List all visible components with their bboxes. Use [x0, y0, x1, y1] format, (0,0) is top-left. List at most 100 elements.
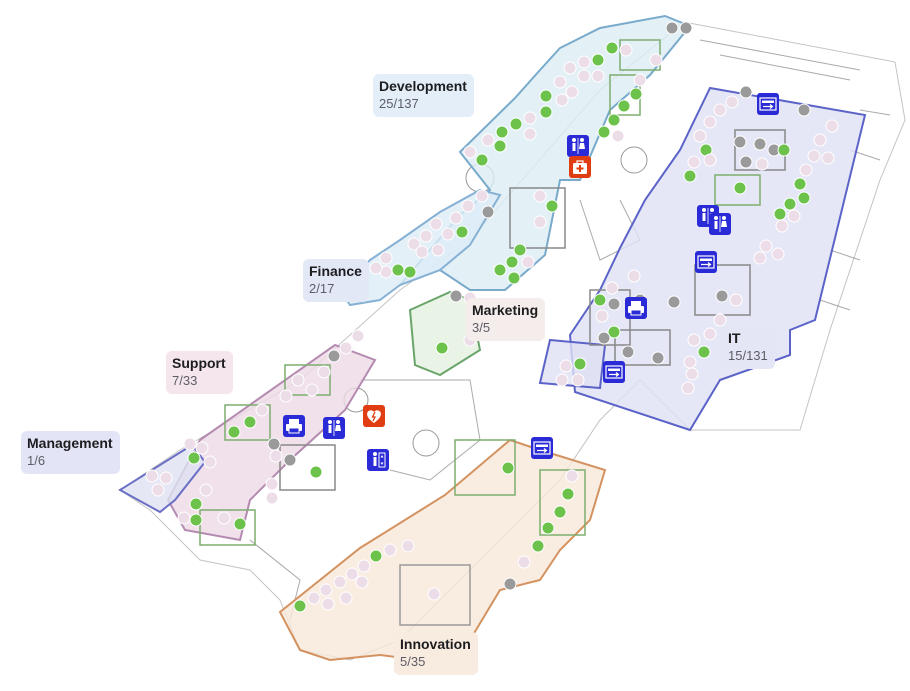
seat-unavailable[interactable]	[739, 155, 753, 169]
first-aid-icon[interactable]	[569, 156, 591, 178]
seat-occupied[interactable]	[195, 441, 209, 455]
seat-available[interactable]	[553, 505, 567, 519]
seat-available[interactable]	[493, 139, 507, 153]
seat-occupied[interactable]	[533, 215, 547, 229]
seat-occupied[interactable]	[591, 69, 605, 83]
seat-available[interactable]	[541, 521, 555, 535]
seat-occupied[interactable]	[523, 127, 537, 141]
seat-available[interactable]	[475, 153, 489, 167]
seat-occupied[interactable]	[463, 145, 477, 159]
seat-unavailable[interactable]	[267, 437, 281, 451]
seat-available[interactable]	[391, 263, 405, 277]
wheelchair-restroom-icon[interactable]	[709, 213, 731, 235]
seat-available[interactable]	[455, 225, 469, 239]
seat-available[interactable]	[187, 451, 201, 465]
seat-unavailable[interactable]	[481, 205, 495, 219]
seat-occupied[interactable]	[291, 373, 305, 387]
seat-occupied[interactable]	[633, 73, 647, 87]
seat-occupied[interactable]	[345, 567, 359, 581]
seat-occupied[interactable]	[821, 151, 835, 165]
seat-available[interactable]	[683, 169, 697, 183]
seat-occupied[interactable]	[713, 103, 727, 117]
seat-occupied[interactable]	[563, 61, 577, 75]
seat-occupied[interactable]	[339, 341, 353, 355]
seat-occupied[interactable]	[419, 229, 433, 243]
seat-occupied[interactable]	[813, 133, 827, 147]
seat-available[interactable]	[505, 255, 519, 269]
seat-occupied[interactable]	[339, 591, 353, 605]
seat-occupied[interactable]	[305, 383, 319, 397]
exit-icon[interactable]	[531, 437, 553, 459]
seat-occupied[interactable]	[729, 293, 743, 307]
seat-occupied[interactable]	[255, 403, 269, 417]
seat-occupied[interactable]	[825, 119, 839, 133]
seat-available[interactable]	[573, 357, 587, 371]
exit-icon[interactable]	[757, 93, 779, 115]
seat-occupied[interactable]	[461, 199, 475, 213]
seat-available[interactable]	[293, 599, 307, 613]
seat-occupied[interactable]	[319, 583, 333, 597]
seat-available[interactable]	[561, 487, 575, 501]
seat-occupied[interactable]	[351, 329, 365, 343]
seat-unavailable[interactable]	[679, 21, 693, 35]
seat-available[interactable]	[607, 325, 621, 339]
seat-available[interactable]	[227, 425, 241, 439]
seat-occupied[interactable]	[407, 237, 421, 251]
seat-unavailable[interactable]	[503, 577, 517, 591]
restroom-icon[interactable]	[323, 417, 345, 439]
seat-occupied[interactable]	[415, 245, 429, 259]
seat-occupied[interactable]	[523, 111, 537, 125]
seat-occupied[interactable]	[703, 153, 717, 167]
seat-occupied[interactable]	[627, 269, 641, 283]
seat-occupied[interactable]	[681, 381, 695, 395]
zone-label-marketing[interactable]: Marketing 3/5	[466, 298, 546, 341]
seat-occupied[interactable]	[333, 575, 347, 589]
seat-occupied[interactable]	[555, 373, 569, 387]
seat-occupied[interactable]	[759, 239, 773, 253]
seat-occupied[interactable]	[787, 209, 801, 223]
seat-available[interactable]	[189, 497, 203, 511]
exit-icon[interactable]	[603, 361, 625, 383]
seat-occupied[interactable]	[449, 211, 463, 225]
seat-available[interactable]	[243, 415, 257, 429]
seat-available[interactable]	[591, 53, 605, 67]
seat-occupied[interactable]	[265, 477, 279, 491]
exit-icon[interactable]	[695, 251, 717, 273]
seat-unavailable[interactable]	[651, 351, 665, 365]
seat-occupied[interactable]	[577, 55, 591, 69]
seat-unavailable[interactable]	[621, 345, 635, 359]
seat-occupied[interactable]	[279, 389, 293, 403]
seat-available[interactable]	[513, 243, 527, 257]
seat-unavailable[interactable]	[327, 349, 341, 363]
seat-occupied[interactable]	[703, 327, 717, 341]
seat-occupied[interactable]	[555, 93, 569, 107]
seat-available[interactable]	[435, 341, 449, 355]
seat-occupied[interactable]	[177, 511, 191, 525]
seat-occupied[interactable]	[807, 149, 821, 163]
seat-occupied[interactable]	[369, 261, 383, 275]
seat-available[interactable]	[539, 89, 553, 103]
zone-label-management[interactable]: Management 1/6	[21, 431, 120, 474]
seat-occupied[interactable]	[725, 95, 739, 109]
seat-available[interactable]	[309, 465, 323, 479]
seat-unavailable[interactable]	[797, 103, 811, 117]
seat-occupied[interactable]	[755, 157, 769, 171]
seat-occupied[interactable]	[521, 255, 535, 269]
seat-available[interactable]	[403, 265, 417, 279]
seat-occupied[interactable]	[771, 247, 785, 261]
seat-occupied[interactable]	[317, 365, 331, 379]
seat-occupied[interactable]	[685, 367, 699, 381]
seat-available[interactable]	[507, 271, 521, 285]
seat-occupied[interactable]	[159, 471, 173, 485]
seat-available[interactable]	[605, 41, 619, 55]
seat-available[interactable]	[773, 207, 787, 221]
seat-occupied[interactable]	[321, 597, 335, 611]
restroom-icon[interactable]	[567, 135, 589, 157]
seat-available[interactable]	[793, 177, 807, 191]
seat-occupied[interactable]	[565, 85, 579, 99]
seat-available[interactable]	[233, 517, 247, 531]
zone-area-marketing[interactable]	[408, 290, 482, 377]
seat-occupied[interactable]	[753, 251, 767, 265]
seat-unavailable[interactable]	[665, 21, 679, 35]
elevator-icon[interactable]	[367, 449, 389, 471]
